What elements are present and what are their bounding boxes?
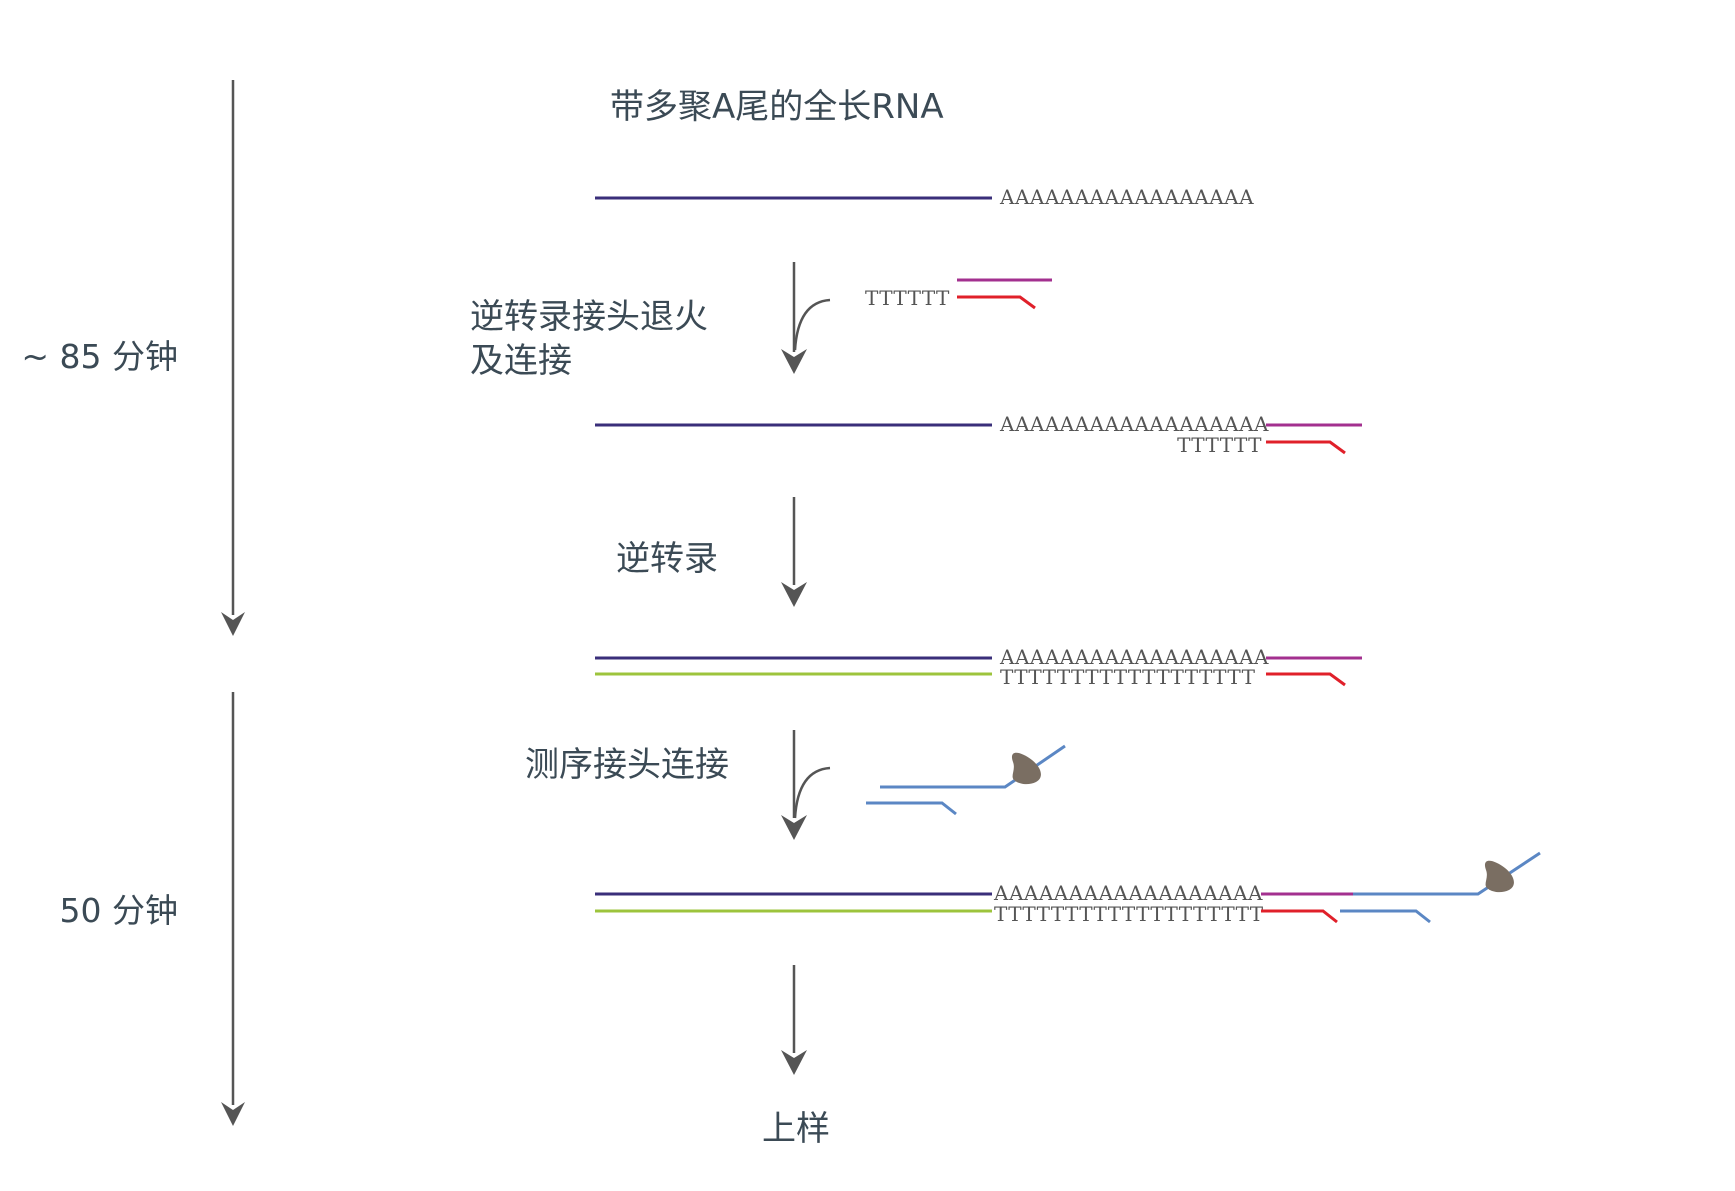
rt-adapter-bottom-strand-2	[1266, 440, 1346, 455]
seq-adapter-top-strand	[880, 744, 1066, 789]
step2-arrowhead	[781, 582, 807, 607]
polya-tail-text-4: AAAAAAAAAAAAAAAAAA	[993, 881, 1263, 905]
oligo-dt-text-free: TTTTTT	[865, 286, 950, 310]
rt-adapter-bottom-strand-4	[1261, 909, 1338, 924]
row-rna-cdna-hybrid: AAAAAAAAAAAAAAAAAA TTTTTTTTTTTTTTTTTT	[595, 645, 1362, 689]
timeline: ~ 85 分钟 50 分钟	[21, 80, 245, 1126]
step1-merge-curve	[793, 298, 831, 351]
seq-adapter-top-strand-4	[1353, 851, 1541, 896]
row-rna-with-rt-adapter: AAAAAAAAAAAAAAAAAA TTTTTT	[595, 412, 1362, 457]
polya-tail-text-2: AAAAAAAAAAAAAAAAAA	[999, 412, 1269, 436]
step3-merge-curve	[793, 766, 831, 819]
step-reverse-transcription: 逆转录	[616, 497, 807, 607]
phase1-duration-label: ~ 85 分钟	[21, 337, 178, 376]
rt-adapter-bottom-strand	[957, 295, 1036, 310]
timeline-arrowhead-phase1	[221, 612, 245, 636]
annealing-label-line1: 逆转录接头退火	[470, 297, 708, 337]
step4-arrowhead	[781, 1050, 807, 1075]
row-final-library: AAAAAAAAAAAAAAAAAA TTTTTTTTTTTTTTTTTTT	[595, 851, 1541, 926]
timeline-arrowhead-phase2	[221, 1102, 245, 1126]
oligo-dt-text-2: TTTTTT	[1177, 433, 1262, 457]
oligo-dt-text-4: TTTTTTTTTTTTTTTTTTT	[994, 902, 1264, 926]
loading-label: 上样	[762, 1109, 830, 1149]
annealing-label-line2: 及连接	[470, 341, 572, 381]
step1-arrowhead	[781, 349, 807, 374]
rt-adapter-bottom-strand-3	[1266, 672, 1346, 687]
polya-tail-text: AAAAAAAAAAAAAAAAA	[999, 185, 1254, 209]
step-sequencing-adapter: 测序接头连接	[525, 730, 1066, 840]
motor-protein-icon	[1011, 752, 1041, 785]
motor-protein-icon-2	[1484, 860, 1514, 893]
step-annealing: 逆转录接头退火 及连接 TTTTTT	[470, 262, 1052, 381]
row-rna: AAAAAAAAAAAAAAAAA	[595, 185, 1254, 209]
full-length-rna-title: 带多聚A尾的全长RNA	[610, 87, 944, 127]
oligo-dt-text-3: TTTTTTTTTTTTTTTTTT	[1000, 665, 1256, 689]
step-loading: 上样	[762, 965, 830, 1149]
reverse-transcription-label: 逆转录	[616, 539, 718, 579]
phase2-duration-label: 50 分钟	[60, 891, 178, 930]
polya-tail-text-3: AAAAAAAAAAAAAAAAAA	[999, 645, 1269, 669]
step3-arrowhead	[781, 815, 807, 840]
sequencing-adapter-label: 测序接头连接	[525, 745, 729, 785]
seq-adapter-bottom-strand	[866, 801, 957, 816]
seq-adapter-bottom-strand-4	[1340, 909, 1431, 924]
